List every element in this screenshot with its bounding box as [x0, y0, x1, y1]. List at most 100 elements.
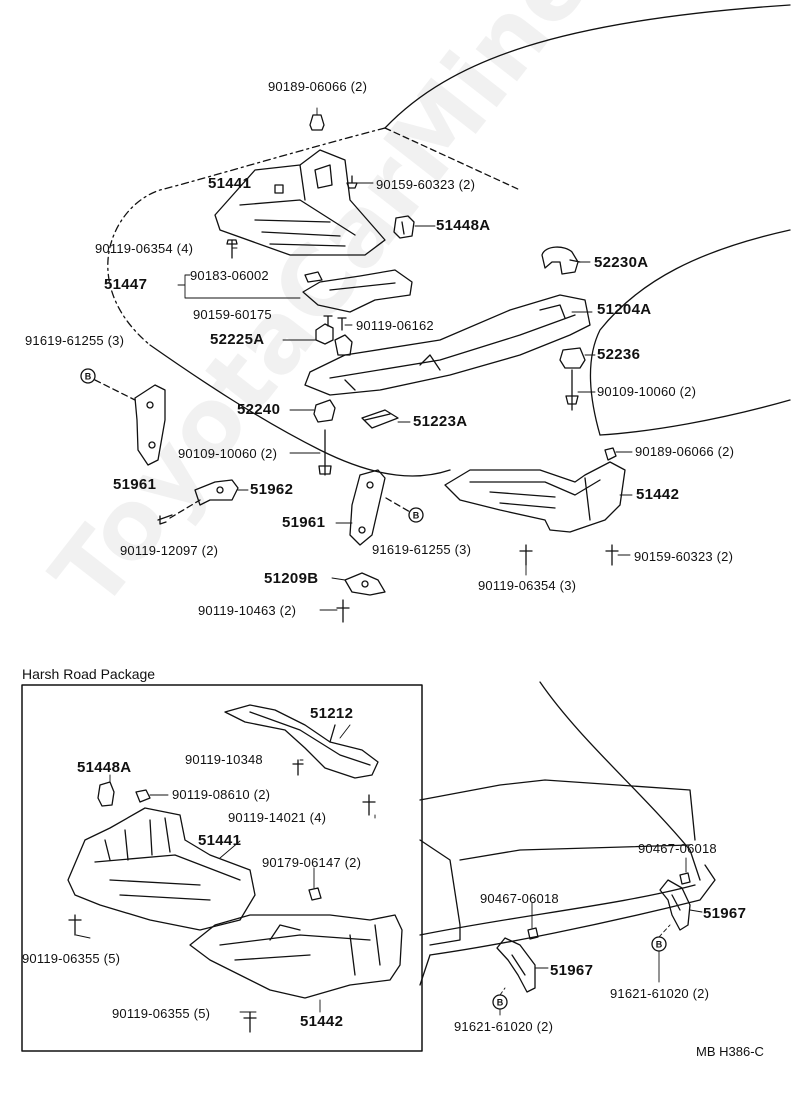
label-52236: 52236: [597, 346, 641, 363]
crossmember-51212: [224, 704, 379, 779]
car-body-front-outline: [107, 4, 791, 477]
label-90119-06355-left: 90119-06355 (5): [22, 951, 121, 966]
label-51967-right: 51967: [703, 905, 747, 922]
label-52240: 52240: [237, 401, 281, 418]
label-90159-60323-bottom: 90159-60323 (2): [634, 549, 734, 564]
label-51442-harsh: 51442: [300, 1013, 344, 1030]
bolt-90119-06354-3: [519, 544, 533, 566]
cushion-52236: [559, 347, 586, 369]
marker-b-mid: [408, 507, 424, 523]
bracket-51448A-harsh: [97, 781, 115, 807]
label-51967-left: 51967: [550, 962, 594, 979]
label-91621-61020-right: 91621-61020 (2): [610, 986, 710, 1001]
label-51441-harsh: 51441: [198, 832, 242, 849]
leader-lines-harsh: [75, 724, 376, 1013]
label-90119-10463: 90119-10463 (2): [198, 603, 297, 618]
leader-91619-left: [94, 379, 136, 401]
screws-90159-60175: [323, 315, 347, 331]
label-51223A: 51223A: [413, 413, 468, 430]
label-90119-06355-bottom: 90119-06355 (5): [112, 1006, 211, 1021]
under-cover-51441-harsh: [67, 807, 256, 931]
clip-90189-06066-right: [604, 447, 617, 461]
label-90159-60175: 90159-60175: [193, 307, 272, 322]
clip-90189-06066-top: [309, 114, 325, 131]
label-91619-61255-left: 91619-61255 (3): [25, 333, 125, 348]
label-90189-06066-right: 90189-06066 (2): [635, 444, 735, 459]
bolts-90119-14021: [362, 794, 376, 816]
bolt-90109-10060-left: [318, 429, 332, 476]
label-51962: 51962: [250, 481, 294, 498]
label-52230A: 52230A: [594, 254, 649, 271]
bolt-90119-10463: [336, 599, 350, 623]
label-90119-08610: 90119-08610 (2): [172, 787, 271, 802]
engine-under-cover-51442: [444, 461, 626, 533]
label-51961-left: 51961: [113, 476, 157, 493]
label-90119-10348: 90119-10348: [185, 752, 263, 767]
label-90189-06066-top: 90189-06066 (2): [268, 79, 368, 94]
label-51204A: 51204A: [597, 301, 652, 318]
label-90467-06018-left: 90467-06018: [480, 891, 559, 906]
car-body-rear-outline: [419, 681, 716, 986]
label-52225A: 52225A: [210, 331, 265, 348]
label-90119-06354-3: 90119-06354 (3): [478, 578, 577, 593]
cushion-52240: [313, 399, 336, 423]
fastener-90179-06147: [308, 887, 322, 901]
screw-90159-60323-bottom: [605, 544, 619, 566]
harsh-road-package-box: [21, 684, 423, 1052]
label-51212: 51212: [310, 705, 354, 722]
clips-90467-06018: [527, 872, 691, 940]
label-90119-12097: 90119-12097 (2): [120, 543, 219, 558]
marker-b-rear-left-text: B: [497, 998, 504, 1008]
label-51961-mid: 51961: [282, 514, 326, 531]
cushion-52225A: [315, 323, 353, 356]
bolt-90119-10348: [292, 759, 304, 776]
screw-90119-12097: [157, 514, 173, 525]
mudguard-bracket-51967-right: [659, 879, 691, 931]
leader-51962: [169, 499, 201, 519]
bolt-90109-10060-right: [565, 369, 579, 411]
label-90109-10060-left: 90109-10060 (2): [178, 446, 278, 461]
bracket-51448A: [393, 215, 415, 239]
label-91619-61255-mid: 91619-61255 (3): [372, 542, 472, 557]
bolts-90119-06355-bottom: [243, 1011, 257, 1033]
mudguard-bracket-51967-left: [496, 937, 536, 993]
section-title-harsh-road: Harsh Road Package: [22, 666, 156, 682]
bolts-90119-06355-left: [68, 914, 82, 936]
label-51442: 51442: [636, 486, 680, 503]
label-90159-60323-top: 90159-60323 (2): [376, 177, 476, 192]
mount-52230A: [541, 246, 581, 275]
label-51448A-harsh: 51448A: [77, 759, 132, 776]
label-90119-14021: 90119-14021 (4): [228, 810, 327, 825]
label-90119-06354-4: 90119-06354 (4): [95, 241, 194, 256]
bracket-51962: [194, 479, 239, 506]
label-91621-61020-left: 91621-61020 (2): [454, 1019, 554, 1034]
label-51441: 51441: [208, 175, 252, 192]
bracket-51961-mid: [349, 469, 386, 546]
label-90179-06147: 90179-06147 (2): [262, 855, 362, 870]
pad-51223A: [361, 409, 399, 429]
screw-90159-60323-top: [346, 175, 358, 189]
marker-b-rear-right-text: B: [656, 940, 663, 950]
leader-lines-rear: [499, 857, 703, 1016]
marker-b-left: [80, 368, 96, 384]
leader-lines-upper: [177, 107, 633, 611]
label-90119-06162: 90119-06162: [356, 318, 434, 333]
label-90467-06018-right: 90467-06018: [638, 841, 717, 856]
bracket-51961-left: [134, 384, 166, 466]
crossmember-51204A: [304, 294, 591, 396]
cover-51447: [302, 269, 413, 313]
marker-b-mid-text: B: [413, 511, 420, 521]
label-90109-10060-right: 90109-10060 (2): [597, 384, 697, 399]
label-51448A: 51448A: [436, 217, 491, 234]
label-51447: 51447: [104, 276, 148, 293]
bracket-51209B: [344, 572, 386, 596]
label-51209B: 51209B: [264, 570, 319, 587]
drawing-code: MB H386-C: [696, 1044, 764, 1059]
bolt-90119-06354-4: [226, 239, 238, 259]
engine-under-cover-51441: [214, 149, 386, 256]
label-90183-06002: 90183-06002: [190, 268, 269, 283]
marker-b-left-text: B: [85, 372, 92, 382]
leader-91619-mid: [385, 497, 411, 513]
under-cover-51442-harsh: [189, 914, 403, 999]
